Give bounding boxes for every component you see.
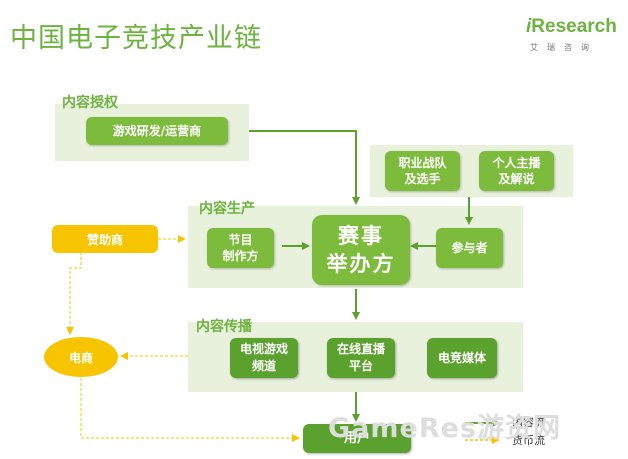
legend-content-flow-label: 内容流: [512, 416, 545, 429]
logo-brand: iResearch: [526, 16, 617, 37]
section-label-production: 内容生产: [199, 201, 255, 217]
node-program-producer[interactable]: 节目 制作方: [207, 228, 274, 268]
node-user[interactable]: 用户: [303, 424, 411, 453]
section-label-license: 内容授权: [62, 95, 118, 111]
node-sponsor[interactable]: 赞助商: [52, 225, 158, 253]
node-live-platform[interactable]: 在线直播 平台: [327, 338, 395, 378]
node-game-developer[interactable]: 游戏研发/运营商: [86, 117, 228, 145]
watermark: GameRes游资网: [328, 413, 562, 444]
node-pro-team[interactable]: 职业战队 及选手: [385, 151, 460, 191]
iresearch-logo: iResearch 艾瑞咨询: [524, 14, 620, 58]
node-participant[interactable]: 参与者: [436, 228, 503, 268]
node-streamer[interactable]: 个人主播 及解说: [479, 151, 554, 191]
node-esports-media[interactable]: 电竞媒体: [427, 338, 497, 378]
legend-money-flow-label: 货币流: [512, 434, 545, 447]
node-ecommerce[interactable]: 电商: [44, 337, 118, 377]
logo-subtitle: 艾瑞咨询: [530, 43, 598, 52]
page-title: 中国电子竞技产业链: [10, 23, 262, 54]
node-tv-channel[interactable]: 电视游戏 频道: [230, 338, 298, 378]
section-label-distribution: 内容传播: [196, 319, 252, 335]
edge-sponsor-ecommerce: [66, 252, 82, 335]
node-event-organizer[interactable]: 赛事 举办方: [312, 215, 410, 285]
edge-gamedev-organizer: [249, 130, 360, 205]
